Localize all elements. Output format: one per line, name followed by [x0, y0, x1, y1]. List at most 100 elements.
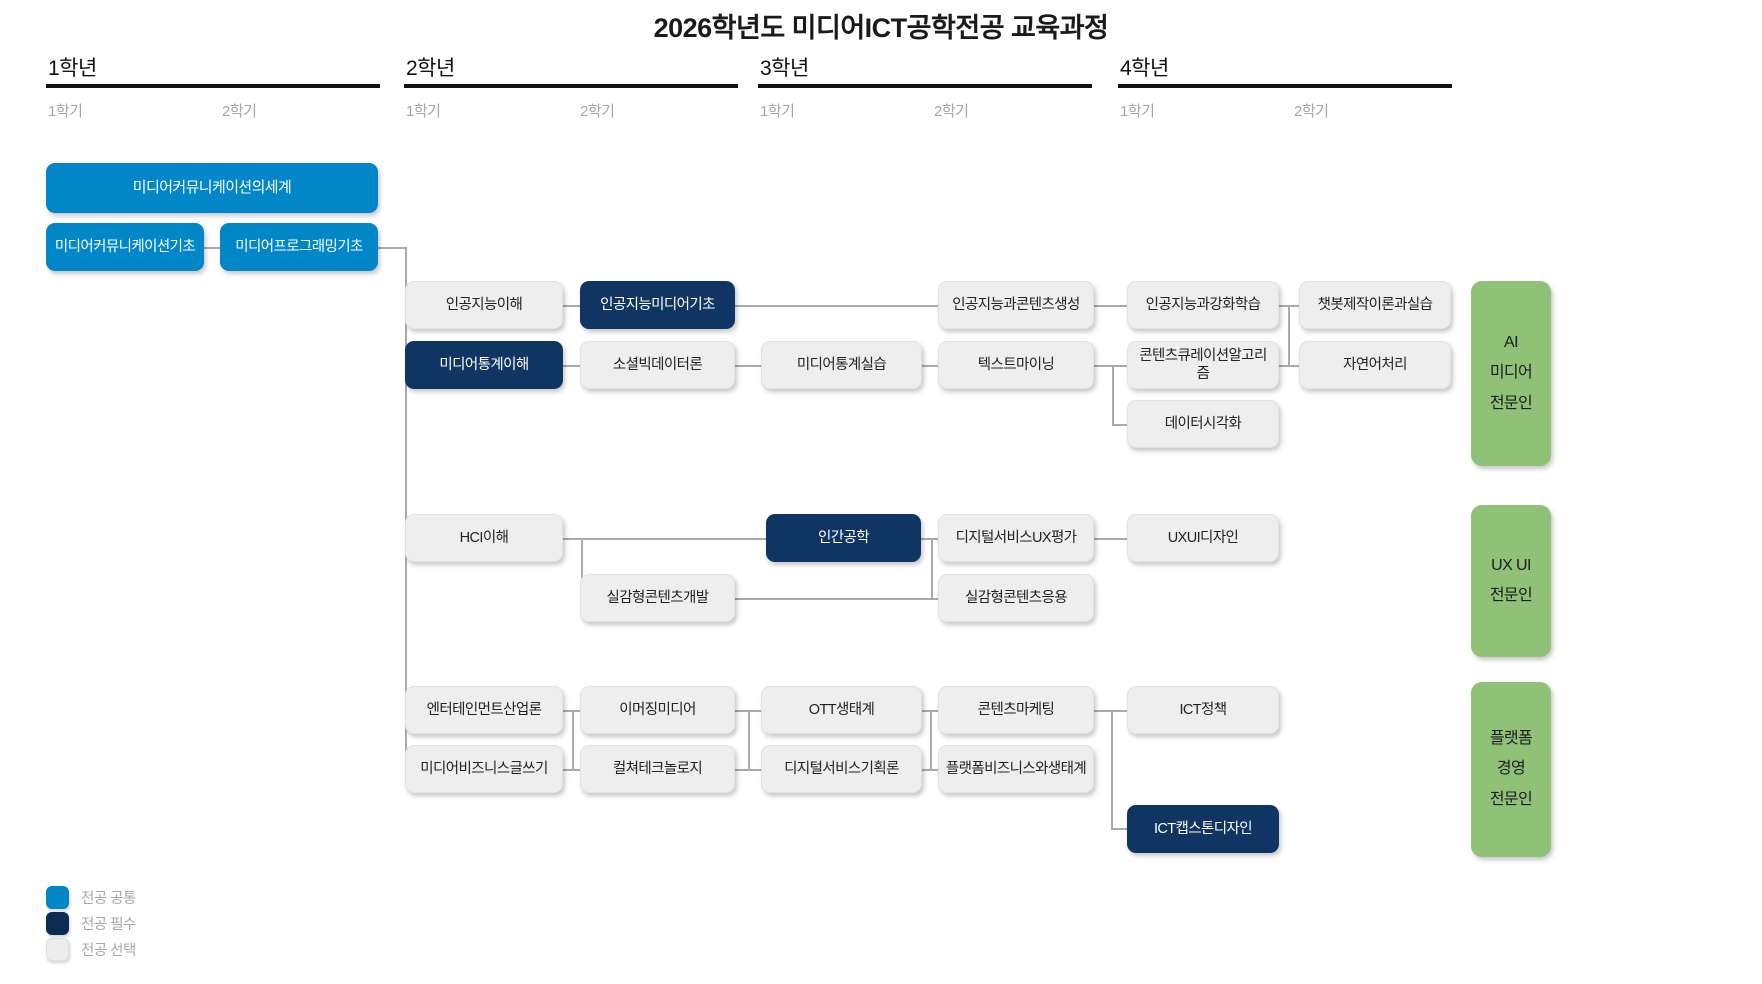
course-node-ott-ecosystem[interactable]: OTT생태계: [761, 686, 922, 734]
connector: [1112, 365, 1114, 425]
course-node-media-statistics-practice[interactable]: 미디어통계실습: [761, 341, 922, 389]
course-node-immersive-content-application[interactable]: 실감형콘텐츠응용: [938, 574, 1094, 622]
connector: [930, 710, 932, 769]
course-node-ict-capstone-design[interactable]: ICT캡스톤디자인: [1127, 805, 1279, 853]
track-line: 플랫폼: [1489, 729, 1533, 747]
legend-swatch-elective-icon: [46, 937, 69, 961]
course-node-media-communication-basics[interactable]: 미디어커뮤니케이션기초: [46, 223, 204, 271]
connector: [922, 769, 938, 771]
year-label: 2학년: [406, 57, 455, 80]
course-node-entertainment-industry[interactable]: 엔터테인먼트산업론: [405, 686, 563, 734]
connector: [1288, 305, 1290, 365]
connector: [1111, 710, 1113, 829]
course-node-immersive-content-development[interactable]: 실감형콘텐츠개발: [580, 574, 735, 622]
connector-spine: [405, 247, 407, 771]
year-label: 1학년: [48, 57, 97, 80]
semester-1-2: 2학기: [222, 103, 257, 120]
track-line: 경영: [1496, 760, 1526, 778]
connector: [748, 710, 750, 769]
track-line: 전문인: [1489, 587, 1533, 604]
connector: [581, 538, 583, 598]
track-badge-ux-ui[interactable]: UX UI 전문인: [1471, 505, 1551, 657]
legend-label: 전공 필수: [81, 916, 136, 933]
connector: [922, 365, 938, 367]
legend-label: 전공 공통: [81, 890, 136, 907]
legend-item-common: 전공 공통: [46, 884, 136, 910]
legend-swatch-common-icon: [46, 885, 69, 909]
legend-item-elective: 전공 선택: [46, 936, 136, 962]
course-node-media-programming-basics[interactable]: 미디어프로그래밍기초: [220, 223, 378, 271]
semester-4-1: 1학기: [1120, 103, 1155, 120]
course-node-human-engineering[interactable]: 인간공학: [766, 514, 921, 562]
year-rule: [758, 84, 1092, 88]
course-node-culture-technology[interactable]: 컬쳐테크놀로지: [580, 745, 735, 793]
semester-4-2: 2학기: [1294, 103, 1329, 120]
legend-swatch-required-icon: [46, 911, 69, 935]
year-label: 4학년: [1120, 57, 1169, 80]
connector: [735, 598, 939, 600]
connector: [735, 769, 761, 771]
year-label: 3학년: [760, 57, 809, 80]
year-column-4: 4학년 1학기 2학기: [1118, 56, 1452, 136]
page-title: 2026학년도 미디어ICT공학전공 교육과정: [653, 13, 1109, 43]
year-column-3: 3학년 1학기 2학기: [758, 56, 1092, 136]
semester-1-1: 1학기: [48, 103, 83, 120]
year-rule: [404, 84, 738, 88]
course-node-ai-content-generation[interactable]: 인공지능과콘텐츠생성: [938, 281, 1094, 329]
course-node-data-visualization[interactable]: 데이터시각화: [1127, 400, 1279, 448]
track-badge-ai-media[interactable]: AI 미디어 전문인: [1471, 281, 1551, 466]
course-node-media-statistics-understanding[interactable]: 미디어통계이해: [405, 341, 563, 389]
connector: [1094, 538, 1128, 540]
connector: [1112, 424, 1128, 426]
year-rule: [1118, 84, 1452, 88]
semester-3-2: 2학기: [934, 103, 969, 120]
course-node-ai-reinforcement-learning[interactable]: 인공지능과강화학습: [1127, 281, 1279, 329]
connector: [1278, 365, 1300, 367]
connector: [1094, 305, 1128, 307]
track-line: AI: [1504, 333, 1519, 351]
track-line: 전문인: [1489, 394, 1533, 412]
course-node-ai-media-basics[interactable]: 인공지능미디어기초: [580, 281, 735, 329]
track-line: UX UI: [1491, 556, 1531, 574]
connector: [735, 305, 939, 307]
course-node-ai-understanding[interactable]: 인공지능이해: [405, 281, 563, 329]
year-column-2: 2학년 1학기 2학기: [404, 56, 738, 136]
connector: [377, 247, 406, 249]
semester-3-1: 1학기: [760, 103, 795, 120]
legend: 전공 공통 전공 필수 전공 선택: [46, 884, 136, 962]
track-line: 전문인: [1489, 790, 1533, 808]
connector: [563, 538, 769, 540]
course-node-chatbot-theory-practice[interactable]: 챗봇제작이론과실습: [1299, 281, 1451, 329]
course-node-natural-language-processing[interactable]: 자연어처리: [1299, 341, 1451, 389]
track-line: 미디어: [1489, 364, 1533, 382]
connector: [921, 538, 939, 540]
course-node-content-curation-algorithm[interactable]: 콘텐츠큐레이션알고리즘: [1127, 341, 1279, 389]
connector: [1111, 828, 1128, 830]
connector: [931, 538, 933, 598]
connector: [572, 710, 574, 769]
semester-2-1: 1학기: [406, 103, 441, 120]
connector: [735, 365, 761, 367]
course-node-hci-understanding[interactable]: HCI이해: [405, 514, 563, 562]
course-node-platform-business-ecosystem[interactable]: 플랫폼비즈니스와생태계: [938, 745, 1094, 793]
course-node-emerging-media[interactable]: 이머징미디어: [580, 686, 735, 734]
course-node-ict-policy[interactable]: ICT정책: [1127, 686, 1279, 734]
connector: [563, 769, 581, 771]
connector: [563, 365, 581, 367]
course-node-content-marketing[interactable]: 콘텐츠마케팅: [938, 686, 1094, 734]
course-node-media-communication-world[interactable]: 미디어커뮤니케이션의세계: [46, 163, 378, 213]
course-node-digital-service-planning[interactable]: 디지털서비스기획론: [761, 745, 922, 793]
year-rule: [46, 84, 380, 88]
legend-item-required: 전공 필수: [46, 910, 136, 936]
track-badge-platform[interactable]: 플랫폼 경영 전문인: [1471, 682, 1551, 857]
course-node-text-mining[interactable]: 텍스트마이닝: [938, 341, 1094, 389]
course-node-media-business-writing[interactable]: 미디어비즈니스글쓰기: [405, 745, 563, 793]
semester-2-2: 2학기: [580, 103, 615, 120]
course-node-social-bigdata-theory[interactable]: 소셜빅데이터론: [580, 341, 735, 389]
year-column-1: 1학년 1학기 2학기: [46, 56, 380, 136]
connector: [1094, 365, 1128, 367]
course-node-digital-service-ux-evaluation[interactable]: 디지털서비스UX평가: [938, 514, 1094, 562]
course-node-uxui-design[interactable]: UXUI디자인: [1127, 514, 1279, 562]
legend-label: 전공 선택: [81, 942, 136, 959]
